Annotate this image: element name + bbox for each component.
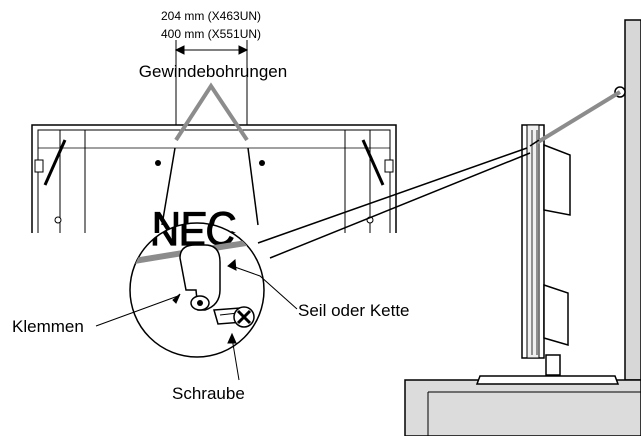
label-klemmen: Klemmen	[12, 317, 84, 336]
rope	[529, 90, 622, 147]
callout-lines	[95, 258, 298, 381]
pointer-lines	[174, 82, 249, 142]
dimension-label-x551un: 400 mm (X551UN)	[161, 27, 261, 41]
table	[404, 379, 641, 437]
magnifier-circle: NEC	[129, 222, 265, 358]
monitor-rear-view: NEC	[31, 124, 397, 233]
label-gewindebohrungen: Gewindebohrungen	[139, 62, 287, 81]
dimension-indicator	[174, 40, 249, 125]
magnifier-connector	[161, 147, 531, 259]
dimension-label-x463un: 204 mm (X463UN)	[161, 9, 261, 23]
label-seil-oder-kette: Seil oder Kette	[298, 301, 410, 320]
label-schraube: Schraube	[172, 384, 245, 403]
monitor-side-view	[475, 124, 620, 385]
wall	[614, 19, 641, 381]
